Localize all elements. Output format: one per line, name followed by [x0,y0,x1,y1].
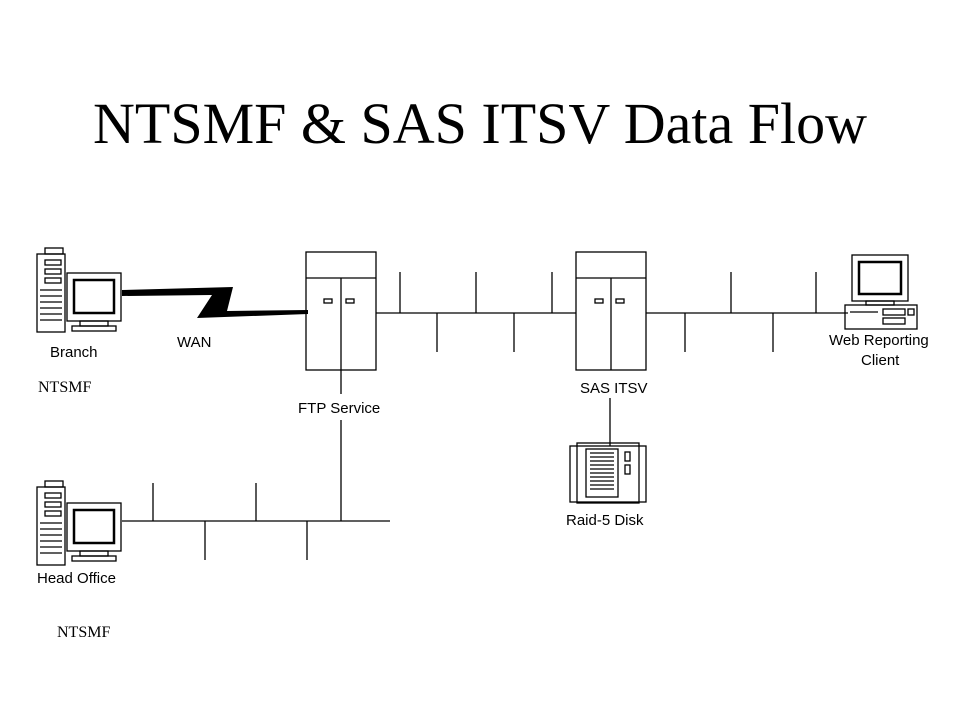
web-client-label-line1: Web Reporting [829,332,929,349]
raid-disk-label: Raid-5 Disk [566,512,644,529]
ftp-server-icon [305,251,377,371]
wan-link [122,287,308,318]
branch-label: Branch [50,344,98,361]
sas-itsv-label: SAS ITSV [580,380,648,397]
branch-source-label: NTSMF [38,379,91,396]
ftp-service-label: FTP Service [298,400,380,417]
bottom-lan-backbone [122,483,390,560]
head-office-computer-icon [36,480,122,566]
wan-label: WAN [177,334,211,351]
branch-computer-icon [36,247,122,333]
raid-disk-icon [569,442,647,504]
head-office-source-label: NTSMF [57,624,110,641]
page-title: NTSMF & SAS ITSV Data Flow [93,91,867,156]
top-lan-backbone [376,272,848,352]
head-office-label: Head Office [37,570,116,587]
sas-server-icon [575,251,647,371]
web-client-computer-icon [844,254,918,330]
web-client-label-line2: Client [861,352,900,369]
